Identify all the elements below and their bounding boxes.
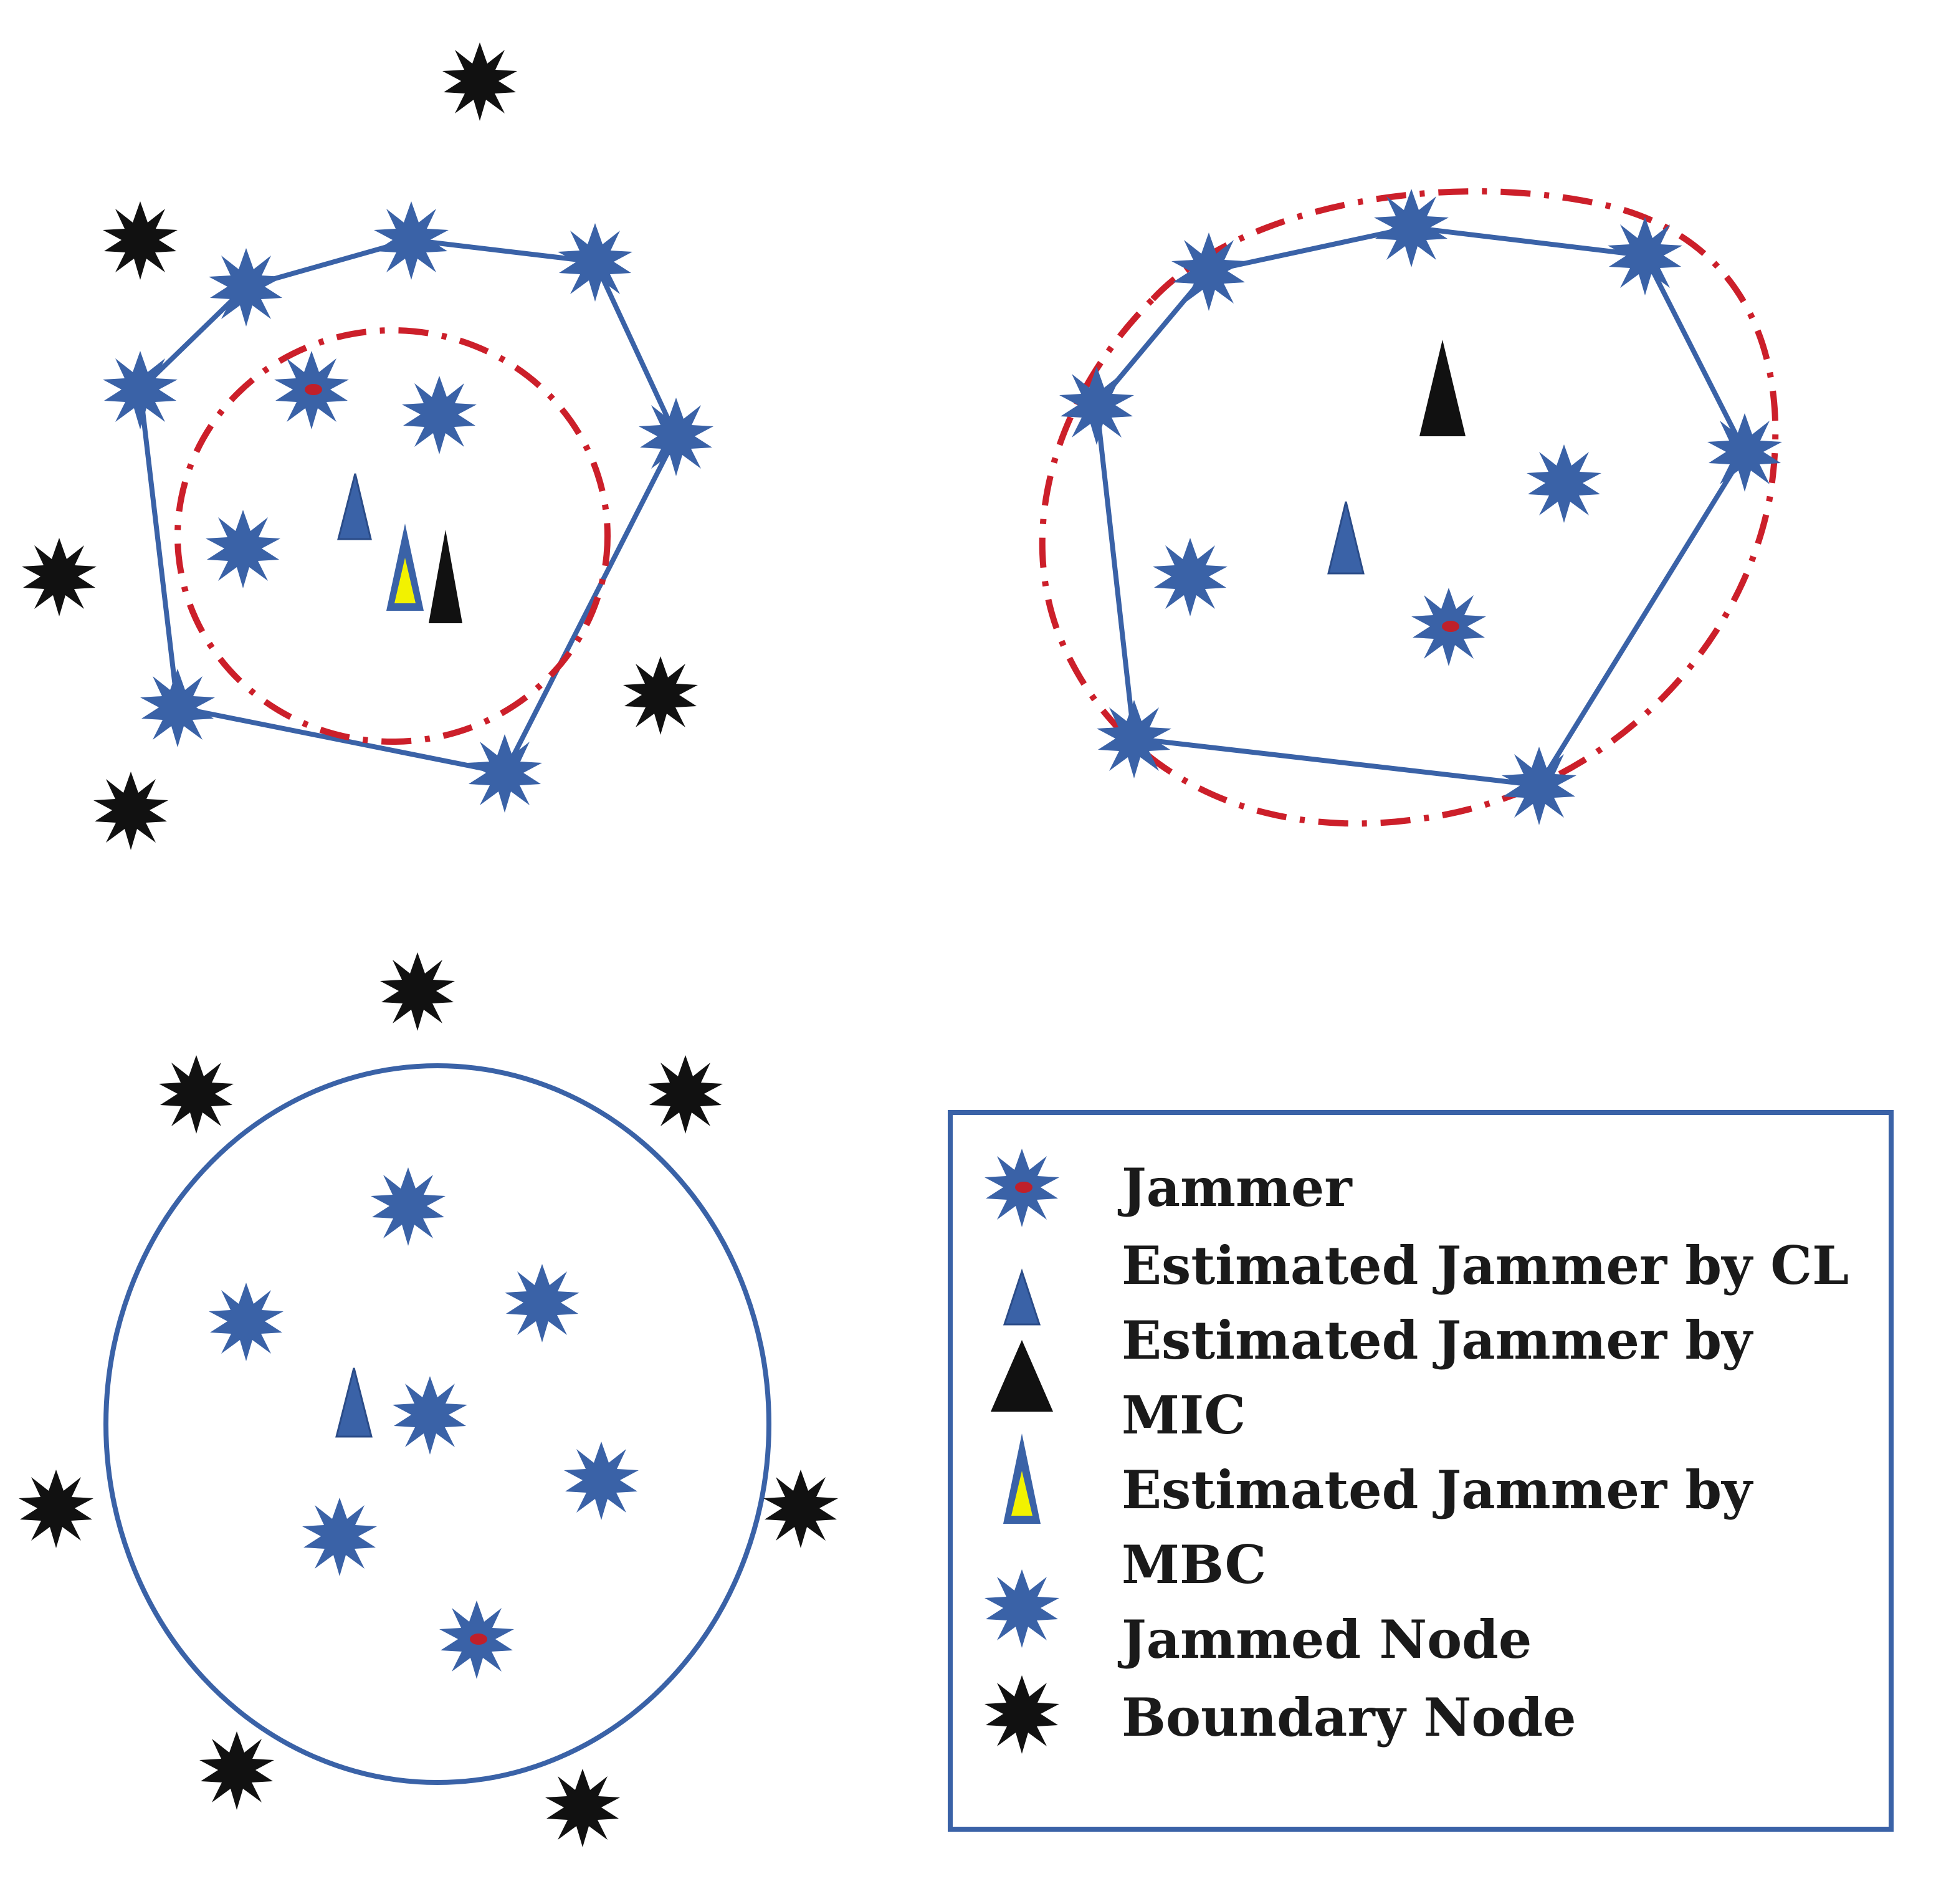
boundary-node [545, 1769, 620, 1847]
estimated-jammer-circle [1039, 188, 1779, 827]
jammed-node [1059, 366, 1134, 445]
jammed-area-polygon [138, 237, 679, 775]
legend-label-estimated-mic: Estimated Jammer by [1122, 1309, 1753, 1371]
jammed-node [1527, 444, 1601, 523]
estimated-jammer-circle [174, 327, 611, 745]
jammer [1411, 588, 1486, 666]
jammed-node [209, 1283, 284, 1361]
estimated-jammer-mic [1419, 340, 1466, 436]
legend-symbol-jammer [985, 1149, 1059, 1227]
jammed-node [639, 398, 713, 476]
estimated-jammer-cl [1327, 501, 1365, 575]
boundary-node [22, 538, 97, 616]
jammed-node [402, 376, 477, 454]
jammed-node [393, 1376, 467, 1455]
panel-bottom-left [19, 952, 838, 1847]
legend: Jammer Estimated Jammer by CL Estimated … [948, 1110, 1894, 1832]
legend-label-estimated-mbc-line2: MBC [1122, 1534, 1266, 1595]
minimum-bounding-circle [103, 1063, 771, 1785]
jammed-node [302, 1498, 377, 1576]
jammed-node [140, 669, 215, 747]
jammed-node [371, 1167, 446, 1246]
legend-label-estimated-mic-line2: MIC [1122, 1384, 1246, 1446]
jammed-node [558, 223, 632, 302]
estimated-jammer-cl [335, 1367, 373, 1438]
jammed-node [1608, 217, 1682, 295]
boundary-node [199, 1731, 274, 1810]
estimated-jammer-mbc [386, 524, 424, 611]
panel-top-right [1039, 188, 1782, 827]
estimated-jammer-cl [337, 473, 372, 540]
legend-label-estimated-mbc: Estimated Jammer by [1122, 1459, 1753, 1521]
boundary-node [380, 952, 455, 1031]
boundary-node [19, 1470, 93, 1548]
legend-label-boundary-node: Boundary Node [1122, 1686, 1576, 1748]
jammed-node [564, 1442, 639, 1520]
jammed-node [1153, 538, 1228, 616]
jammer [274, 351, 349, 429]
boundary-node [159, 1055, 234, 1134]
black-triangle-icon [991, 1340, 1053, 1412]
boundary-node [442, 42, 517, 121]
legend-label-jammed-node: Jammed Node [1117, 1609, 1532, 1670]
legend-frame [948, 1110, 1894, 1832]
estimated-jammer-mic [429, 530, 462, 623]
yellow-blue-triangle-icon [1003, 1433, 1041, 1524]
jammed-node [206, 510, 280, 588]
legend-label-estimated-cl: Estimated Jammer by CL [1122, 1235, 1849, 1296]
legend-label-jammer: Jammer [1117, 1157, 1353, 1218]
boundary-node [623, 656, 698, 735]
jammed-node [505, 1264, 579, 1342]
boundary-node [93, 772, 168, 850]
panel-top-left [22, 42, 713, 850]
jammed-node [467, 734, 542, 813]
blue-triangle-icon [1003, 1268, 1041, 1326]
boundary-node [763, 1470, 838, 1548]
boundary-node [648, 1055, 723, 1134]
jammed-node [1502, 747, 1576, 825]
jammer [439, 1600, 514, 1679]
jammed-area-polygon [1094, 225, 1747, 788]
boundary-node [103, 201, 178, 280]
